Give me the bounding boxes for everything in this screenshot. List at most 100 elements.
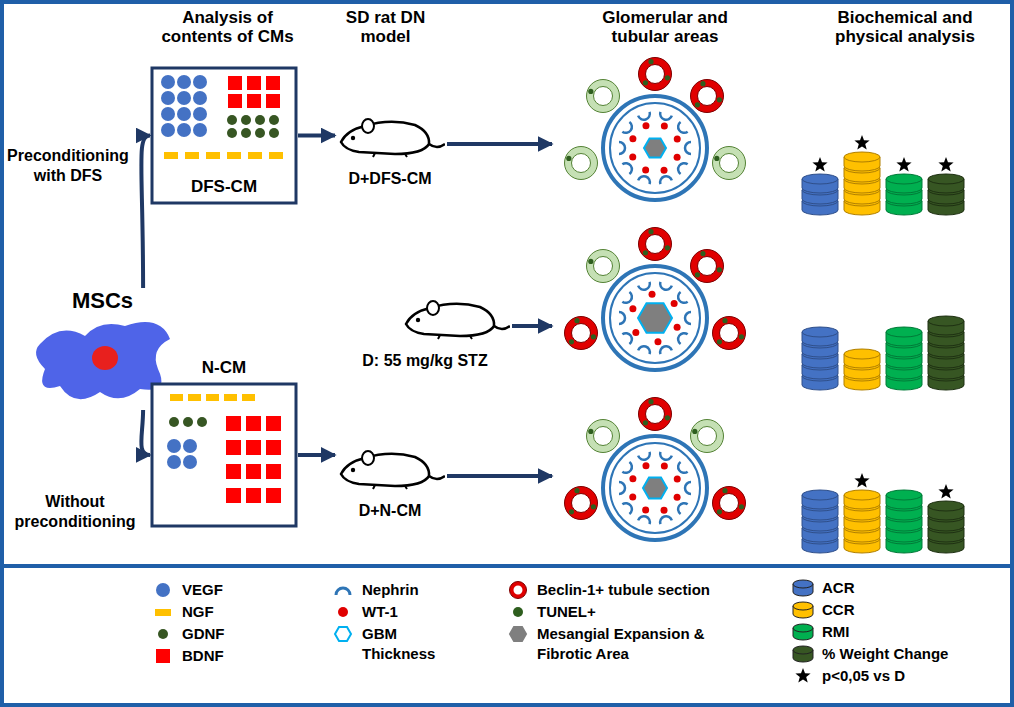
graphic-part bbox=[152, 384, 296, 526]
legend-item: RMI bbox=[790, 622, 992, 642]
cylinder-disc bbox=[886, 327, 922, 337]
graphic-part bbox=[183, 455, 197, 469]
tubule-ring bbox=[698, 257, 717, 276]
cylinder-stack bbox=[844, 473, 880, 553]
tubule-ring bbox=[590, 83, 616, 109]
legend-item: WT-1 bbox=[330, 602, 482, 622]
cylinder-stack bbox=[802, 157, 838, 215]
graphic-part bbox=[226, 464, 241, 479]
tubule-ring bbox=[572, 324, 591, 343]
legend-text: p<0,05 vs D bbox=[822, 666, 992, 686]
capsule bbox=[603, 266, 707, 370]
graphic-part bbox=[228, 94, 242, 108]
node-label: D+N-CM bbox=[359, 501, 422, 520]
graphic-part bbox=[188, 394, 201, 401]
graphic-part bbox=[155, 609, 171, 616]
rat-drawing bbox=[335, 440, 445, 490]
graphic-part bbox=[164, 152, 178, 159]
capsule bbox=[603, 96, 707, 200]
nephrin-arc bbox=[638, 282, 650, 290]
wt1-dot bbox=[674, 475, 681, 482]
graphic-part bbox=[269, 115, 279, 125]
graphic-part bbox=[167, 455, 181, 469]
graphic-part bbox=[185, 152, 199, 159]
column-heading: Analysis of contents of CMs bbox=[150, 8, 305, 46]
rat-icon: D: 55 mg/kg STZ bbox=[340, 290, 510, 370]
graphic-part bbox=[224, 394, 237, 401]
tunel-dot bbox=[648, 399, 653, 404]
graphic-part bbox=[341, 454, 429, 486]
cylinder-disc bbox=[928, 316, 964, 326]
tunel-dot bbox=[588, 89, 593, 94]
graphic-part bbox=[228, 76, 242, 90]
medium-box: N-CM bbox=[150, 358, 298, 528]
legend-text: % Weight Change bbox=[822, 644, 992, 664]
legend-swatch bbox=[150, 646, 176, 666]
graphic-part bbox=[793, 646, 813, 654]
legend-item: ACR bbox=[790, 578, 992, 598]
cylinder-stack bbox=[886, 490, 922, 553]
graphic-part bbox=[226, 440, 241, 455]
wt1-dot bbox=[629, 135, 636, 142]
wt1-dot bbox=[642, 462, 649, 469]
nephrin-arc bbox=[678, 503, 688, 514]
graphic-part bbox=[246, 464, 261, 479]
graphic-part bbox=[193, 107, 207, 121]
legend-text: GDNF bbox=[182, 624, 302, 644]
tubule-ring bbox=[568, 320, 594, 346]
graphic-part bbox=[177, 91, 191, 105]
tunel-dot bbox=[665, 245, 670, 250]
tubule bbox=[691, 420, 724, 453]
wt1-dot bbox=[629, 305, 636, 312]
tunel-dot bbox=[714, 156, 719, 161]
column-heading: SD rat DN model bbox=[333, 8, 438, 46]
tubule-ring bbox=[594, 257, 613, 276]
node-label: MSCs bbox=[72, 288, 133, 313]
tunel-dot bbox=[717, 339, 722, 344]
legend-text: GBM Thickness bbox=[362, 624, 452, 664]
glomerulus bbox=[565, 398, 746, 541]
graphic-part bbox=[241, 115, 251, 125]
tubule-ring bbox=[639, 228, 672, 261]
tunel-dot bbox=[692, 429, 697, 434]
legend-item: p<0,05 vs D bbox=[790, 666, 992, 686]
nephrin-arc bbox=[619, 142, 625, 154]
tunel-dot bbox=[648, 59, 653, 64]
graphic-part bbox=[269, 152, 283, 159]
mesangial-hexagon bbox=[644, 139, 666, 158]
nephrin-arc bbox=[619, 312, 625, 324]
beclin-tubule bbox=[565, 487, 598, 520]
tubule-ring bbox=[565, 147, 598, 180]
graphic-part bbox=[373, 153, 407, 157]
tubule-ring bbox=[642, 231, 668, 257]
graphic-part bbox=[416, 318, 420, 322]
wt1-dot bbox=[674, 324, 681, 331]
wt1-dot bbox=[674, 494, 681, 501]
wt1-dot bbox=[629, 154, 636, 161]
legend-swatch bbox=[150, 624, 176, 644]
graphic-part bbox=[362, 451, 374, 465]
tubule bbox=[565, 147, 598, 180]
divider bbox=[2, 564, 1012, 568]
tunel-dot bbox=[569, 509, 574, 514]
node-label: DFS-CM bbox=[191, 177, 257, 197]
legend-swatch bbox=[150, 602, 176, 622]
nephrin-arc bbox=[622, 462, 632, 473]
cylinder-disc bbox=[802, 327, 838, 337]
cylinder-stack bbox=[844, 135, 880, 215]
cylinder-stack bbox=[886, 327, 922, 390]
column-heading: Glomerular and tubular areas bbox=[590, 8, 740, 46]
tunel-dot bbox=[717, 267, 722, 272]
tail-arrow bbox=[512, 324, 552, 328]
graphic-part bbox=[494, 326, 510, 329]
wt1-dot bbox=[661, 462, 668, 469]
tubule-ring bbox=[642, 401, 668, 427]
nephrin-arc bbox=[678, 163, 688, 174]
beclin-tubule bbox=[691, 80, 724, 113]
tunel-dot bbox=[700, 81, 705, 86]
wt1-dot bbox=[629, 475, 636, 482]
tunel-dot bbox=[695, 102, 700, 107]
tubule-ring bbox=[691, 80, 724, 113]
